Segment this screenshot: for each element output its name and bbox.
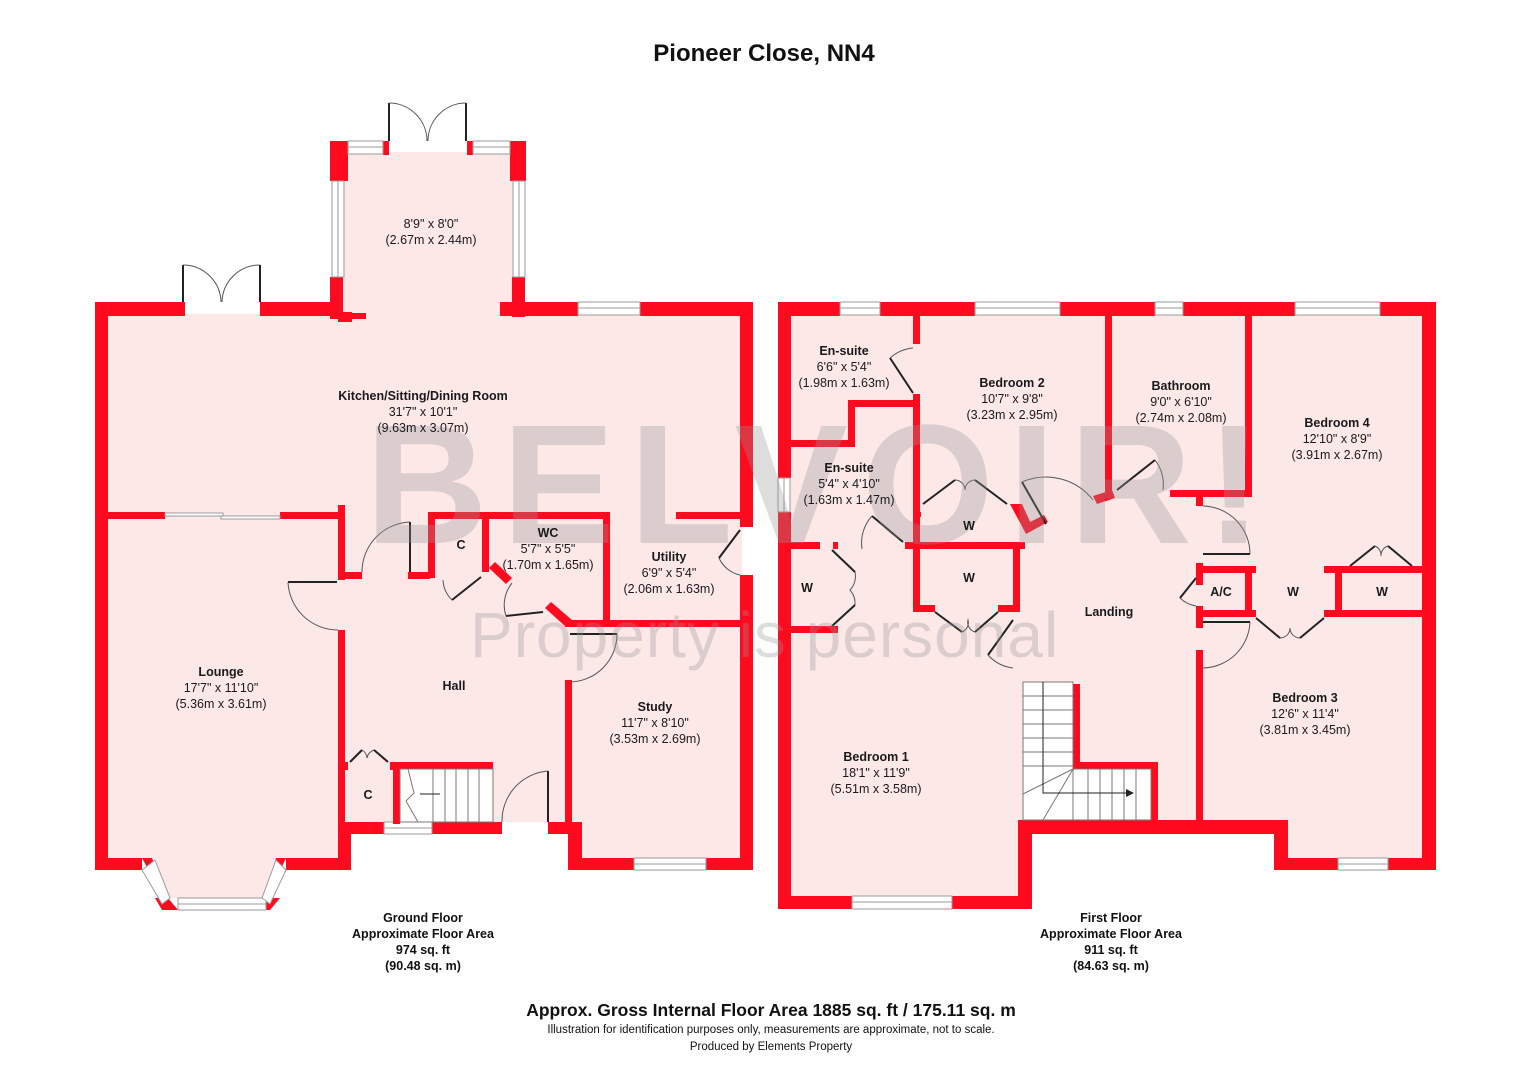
room-label-bedroom-1: Bedroom 1 18'1" x 11'9" (5.51m x 3.58m) bbox=[830, 750, 922, 796]
airing-cupboard-label: A/C bbox=[1210, 585, 1232, 599]
wardrobe-label: W bbox=[1287, 585, 1299, 599]
room-label-kitchen: Kitchen/Sitting/Dining Room 31'7" x 10'1… bbox=[338, 389, 508, 435]
cupboard-label: C bbox=[363, 788, 373, 802]
ground-floor-area: Ground Floor Approximate Floor Area 974 … bbox=[352, 911, 494, 973]
wardrobe-label: W bbox=[1376, 585, 1388, 599]
page-title: Pioneer Close, NN4 bbox=[653, 40, 875, 67]
room-label-ensuite-2: En-suite 5'4" x 4'10" (1.63m x 1.47m) bbox=[803, 461, 895, 507]
room-label-lounge: Lounge 17'7" x 11'10" (5.36m x 3.61m) bbox=[175, 665, 267, 711]
wardrobe-label: W bbox=[963, 571, 975, 585]
first-floor-plan bbox=[777, 301, 1436, 910]
room-label-bedroom-2: Bedroom 2 10'7" x 9'8" (3.23m x 2.95m) bbox=[966, 376, 1058, 422]
room-label-utility: Utility 6'9" x 5'4" (2.06m x 1.63m) bbox=[623, 550, 715, 596]
room-label-landing: Landing bbox=[1084, 605, 1134, 619]
room-label-bedroom-4: Bedroom 4 12'10" x 8'9" (3.91m x 2.67m) bbox=[1291, 416, 1383, 462]
credit: Produced by Elements Property bbox=[689, 1041, 853, 1053]
cupboard-label: C bbox=[456, 538, 466, 552]
wardrobe-label: W bbox=[963, 519, 975, 533]
room-label-ensuite-1: En-suite 6'6" x 5'4" (1.98m x 1.63m) bbox=[798, 344, 890, 390]
room-label-hall: Hall bbox=[442, 679, 466, 693]
gross-area: Approx. Gross Internal Floor Area 1885 s… bbox=[526, 1000, 1016, 1020]
ground-floor-plan bbox=[95, 102, 753, 911]
first-floor-area: First Floor Approximate Floor Area 911 s… bbox=[1040, 911, 1182, 973]
wardrobe-label: W bbox=[801, 581, 813, 595]
footer-summary: Approx. Gross Internal Floor Area 1885 s… bbox=[526, 998, 1016, 1056]
room-label-study: Study 11'7" x 8'10" (3.53m x 2.69m) bbox=[609, 700, 701, 746]
room-label-conservatory: 8'9" x 8'0" (2.67m x 2.44m) bbox=[385, 217, 477, 247]
room-label-wc: WC 5'7" x 5'5" (1.70m x 1.65m) bbox=[502, 526, 594, 572]
room-label-bedroom-3: Bedroom 3 12'6" x 11'4" (3.81m x 3.45m) bbox=[1259, 691, 1351, 737]
disclaimer: Illustration for identification purposes… bbox=[547, 1024, 995, 1036]
room-label-bathroom: Bathroom 9'0" x 6'10" (2.74m x 2.08m) bbox=[1135, 379, 1227, 425]
